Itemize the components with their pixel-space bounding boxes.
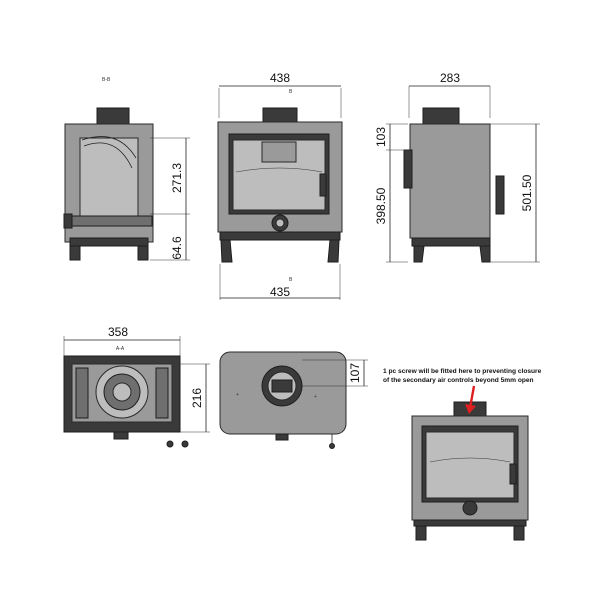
flue-collar	[96, 107, 130, 125]
base-plate	[69, 237, 149, 247]
grate-ring-inner	[112, 382, 132, 402]
dim-283: 283	[440, 71, 460, 85]
section-marker-b-top: B	[289, 89, 293, 95]
top-section-view: 358 A-A 216	[63, 325, 210, 448]
baffle-curve	[81, 136, 137, 159]
side-leg-left	[413, 245, 425, 263]
detail-door-handle	[509, 463, 517, 485]
detail-grate-arc	[429, 457, 511, 463]
dim-103: 103	[374, 127, 388, 147]
flue-collar	[422, 107, 460, 125]
red-arrow-shaft	[468, 385, 476, 409]
side-section-view: B-B 271.3 64.6	[63, 77, 190, 261]
detail-door-glass	[425, 431, 515, 499]
section-label-aa: A-A	[116, 346, 125, 352]
dim-216: 216	[190, 388, 204, 408]
front-view: 438 B B 435	[217, 71, 343, 300]
dim-107: 107	[348, 363, 362, 383]
note-line-1: 1 pc screw will be fitted here to preven…	[383, 368, 542, 375]
plus-mark-left: +	[236, 392, 239, 398]
air-control-center	[275, 218, 285, 228]
detail-view: 1 pc screw will be fitted here to preven…	[383, 368, 542, 541]
screw-part-2	[181, 440, 189, 448]
front-lug	[113, 431, 129, 440]
side-handle	[495, 175, 505, 215]
front-base	[219, 231, 341, 241]
airwash-box	[261, 141, 297, 163]
dim-438: 438	[270, 71, 290, 85]
red-arrow-head	[465, 404, 476, 414]
firebox-cavity	[79, 137, 139, 217]
detail-leg-left	[415, 525, 427, 541]
side-base	[411, 237, 491, 247]
baffle-curve-inner	[83, 142, 133, 169]
flue-damper	[271, 379, 293, 393]
dim-398: 398.50	[374, 187, 388, 224]
detail-base	[413, 519, 527, 527]
dim-64: 64.6	[170, 236, 184, 260]
dim-358: 358	[108, 325, 128, 339]
side-door-edge	[403, 149, 413, 189]
detail-leg-right	[513, 525, 525, 541]
dim-271: 271.3	[170, 163, 184, 193]
grate-arc	[235, 167, 323, 173]
screw-part-1	[166, 440, 174, 448]
section-label-bb: B-B	[102, 77, 111, 83]
firebrick-left	[75, 367, 89, 419]
detail-air-knob	[462, 500, 478, 516]
dim-435: 435	[270, 285, 290, 299]
front-leg-right	[327, 239, 340, 263]
handle-knob	[329, 443, 335, 449]
section-marker-b-bottom: B	[289, 277, 293, 283]
ash-handle	[63, 213, 73, 229]
firebrick-right	[155, 367, 169, 419]
side-leg-right	[479, 245, 491, 263]
door-handle	[319, 173, 327, 197]
plus-mark-right: +	[314, 394, 317, 400]
note-line-2: of the secondary air controls beyond 5mm…	[383, 377, 534, 384]
top-front-lug	[275, 433, 289, 441]
side-body	[409, 123, 491, 239]
top-view: + + 107	[219, 351, 368, 449]
side-view: 283 103 398.50 501.50	[374, 71, 540, 263]
front-leg-left	[220, 239, 233, 263]
grate	[65, 215, 153, 227]
dim-501: 501.50	[520, 174, 534, 211]
